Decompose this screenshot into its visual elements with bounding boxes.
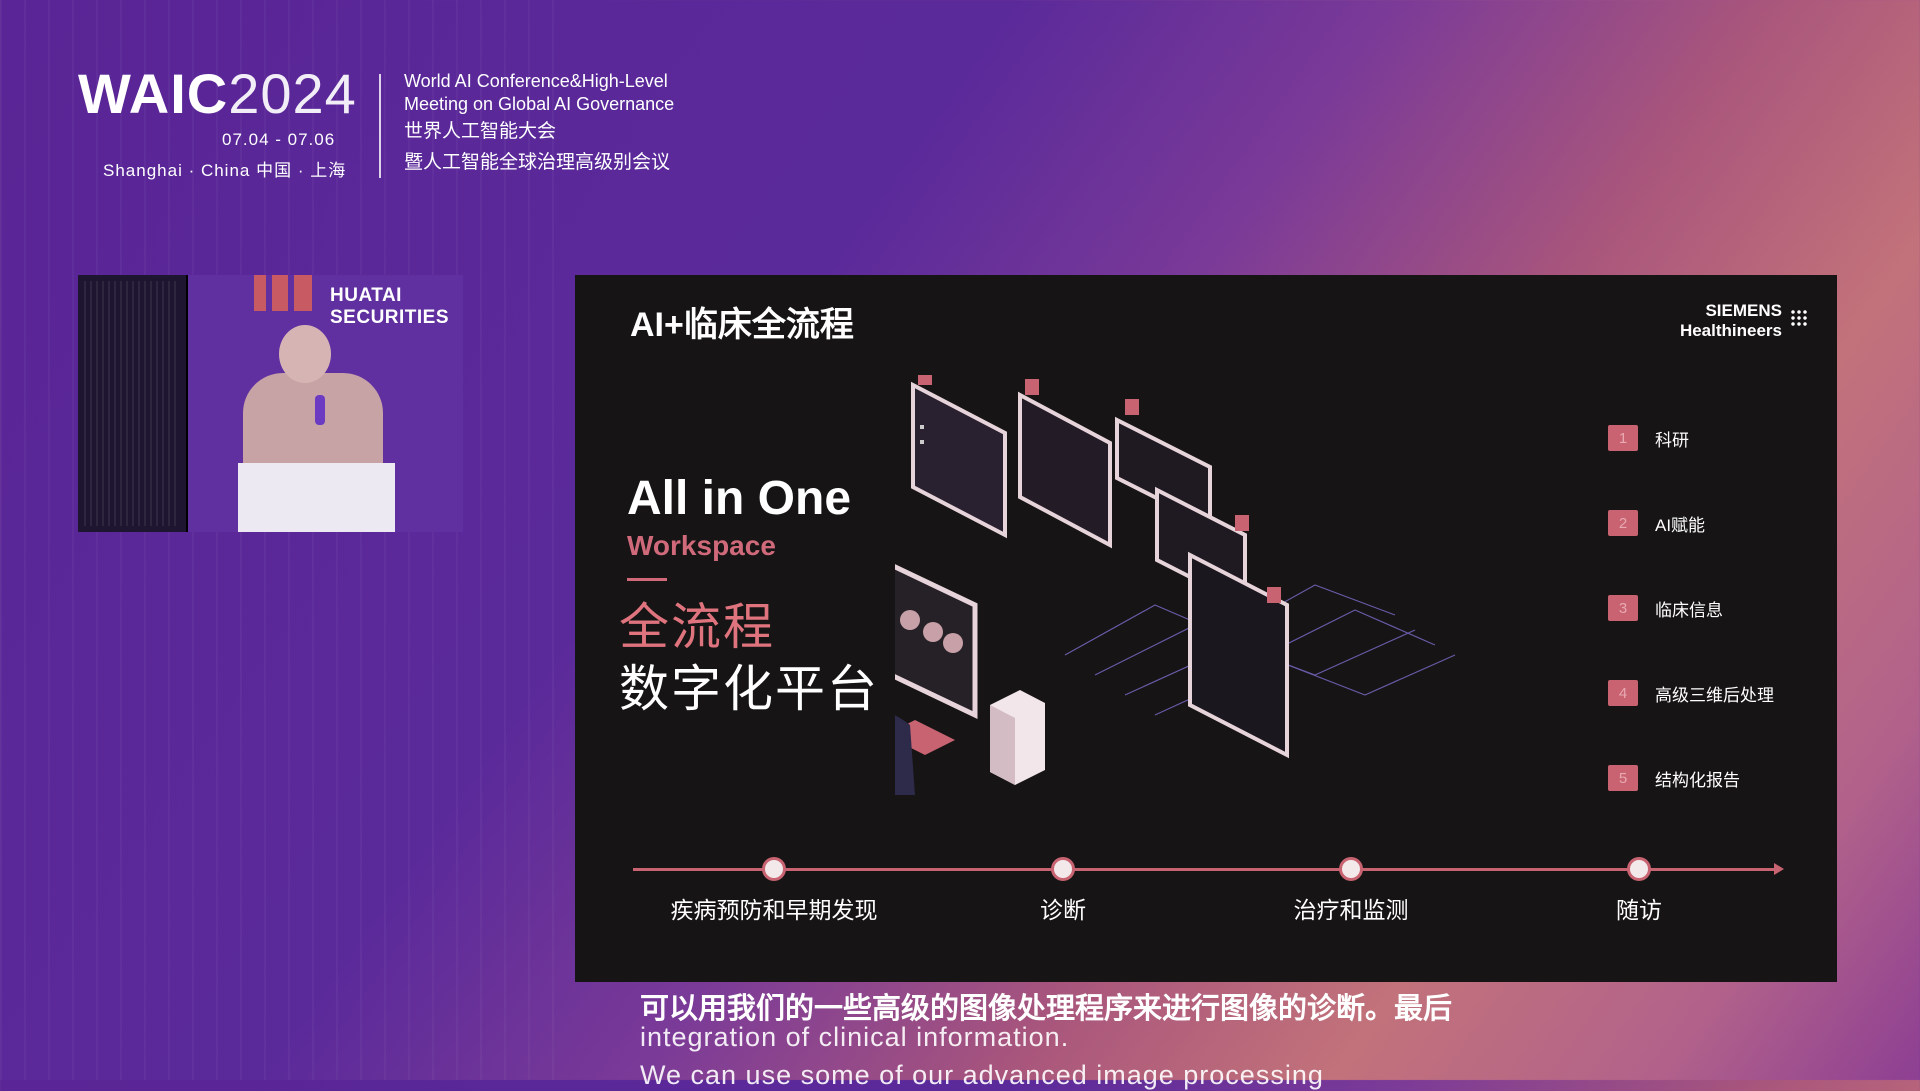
legend-label: 临床信息	[1655, 600, 1723, 620]
conference-name-zh-1: 世界人工智能大会	[404, 121, 557, 143]
presentation-slide: AI+临床全流程 SIEMENS Healthineers All in One…	[575, 275, 1837, 982]
headline-cn-2: 数字化平台	[619, 661, 879, 717]
subtitle-english: integration of clinical information.	[640, 1022, 1070, 1052]
callout-badges	[918, 375, 1281, 603]
event-dates: 07.04 - 07.06	[222, 130, 336, 149]
brand-dots-icon	[1790, 309, 1808, 327]
workspace-illustration	[895, 375, 1456, 795]
logo-text: WAIC	[78, 62, 229, 125]
subtitle-chinese: 可以用我们的一些高级的图像处理程序来进行图像的诊断。最后	[640, 993, 1453, 1025]
subtitle-english-next: We can use some of our advanced image pr…	[640, 1060, 1324, 1090]
timeline-node	[1630, 860, 1648, 878]
legend-number: 4	[1608, 680, 1638, 706]
timeline-label: 诊断	[1040, 897, 1086, 923]
timeline-arrow-icon	[1774, 863, 1784, 875]
logo-year: 2024	[228, 62, 357, 125]
monitor-2-icon	[1018, 391, 1112, 549]
slide-title: AI+临床全流程	[630, 306, 854, 344]
timeline-node	[1342, 860, 1360, 878]
speaker-video: HUATAI SECURITIES	[78, 275, 463, 532]
brand-line-2: Healthineers	[1679, 320, 1782, 340]
timeline-node	[765, 860, 783, 878]
conference-name-zh-2: 暨人工智能全球治理高级别会议	[404, 152, 671, 174]
legend-number: 3	[1608, 595, 1638, 621]
headline-en-2: Workspace	[627, 530, 776, 561]
event-location: Shanghai · China 中国 · 上海	[103, 161, 347, 180]
timeline-axis	[633, 863, 1784, 875]
legend-number: 2	[1608, 510, 1638, 536]
legend-label: 高级三维后处理	[1655, 685, 1774, 705]
sponsor-name: HUATAI SECURITIES	[330, 285, 450, 328]
legend-item: 2 AI赋能	[1608, 508, 1705, 538]
legend-item: 1 科研	[1608, 423, 1689, 453]
legend-item: 3 临床信息	[1608, 593, 1723, 623]
legend-label: 科研	[1655, 430, 1689, 450]
timeline-node	[1054, 860, 1072, 878]
doctor-figure-icon	[895, 715, 915, 795]
speaker-head	[279, 325, 331, 383]
monitor-1-icon	[911, 381, 1007, 539]
timeline-label: 随访	[1616, 897, 1662, 923]
waic-logo: WAIC2024	[78, 66, 357, 122]
legend-item: 5 结构化报告	[1608, 763, 1740, 793]
podium	[238, 463, 395, 532]
siemens-healthineers-logo: SIEMENS Healthineers	[1679, 301, 1808, 340]
brand-line-1: SIEMENS	[1705, 301, 1782, 320]
conference-name: World AI Conference&High-Level Meeting o…	[404, 70, 674, 176]
legend-number: 1	[1608, 425, 1638, 451]
timeline-label: 疾病预防和早期发现	[670, 897, 878, 923]
headline-dash	[627, 578, 667, 581]
stage-screen	[78, 275, 188, 532]
microphone-icon	[315, 395, 325, 425]
legend-item: 4 高级三维后处理	[1608, 678, 1774, 708]
server-tower-icon	[990, 690, 1045, 785]
headline-en-1: All in One	[627, 472, 852, 525]
legend-number: 5	[1608, 765, 1638, 791]
timeline-label: 治疗和监测	[1293, 897, 1409, 923]
speaker-body	[243, 373, 383, 463]
legend-label: 结构化报告	[1655, 770, 1740, 790]
monitor-5-icon	[1188, 551, 1289, 759]
legend-label: AI赋能	[1655, 515, 1706, 535]
conference-name-en-1: World AI Conference&High-Level	[404, 71, 668, 91]
header-divider	[379, 74, 381, 178]
headline-cn-1: 全流程	[619, 599, 775, 655]
conference-name-en-2: Meeting on Global AI Governance	[404, 94, 675, 115]
sponsor-logo-icon	[254, 275, 312, 311]
